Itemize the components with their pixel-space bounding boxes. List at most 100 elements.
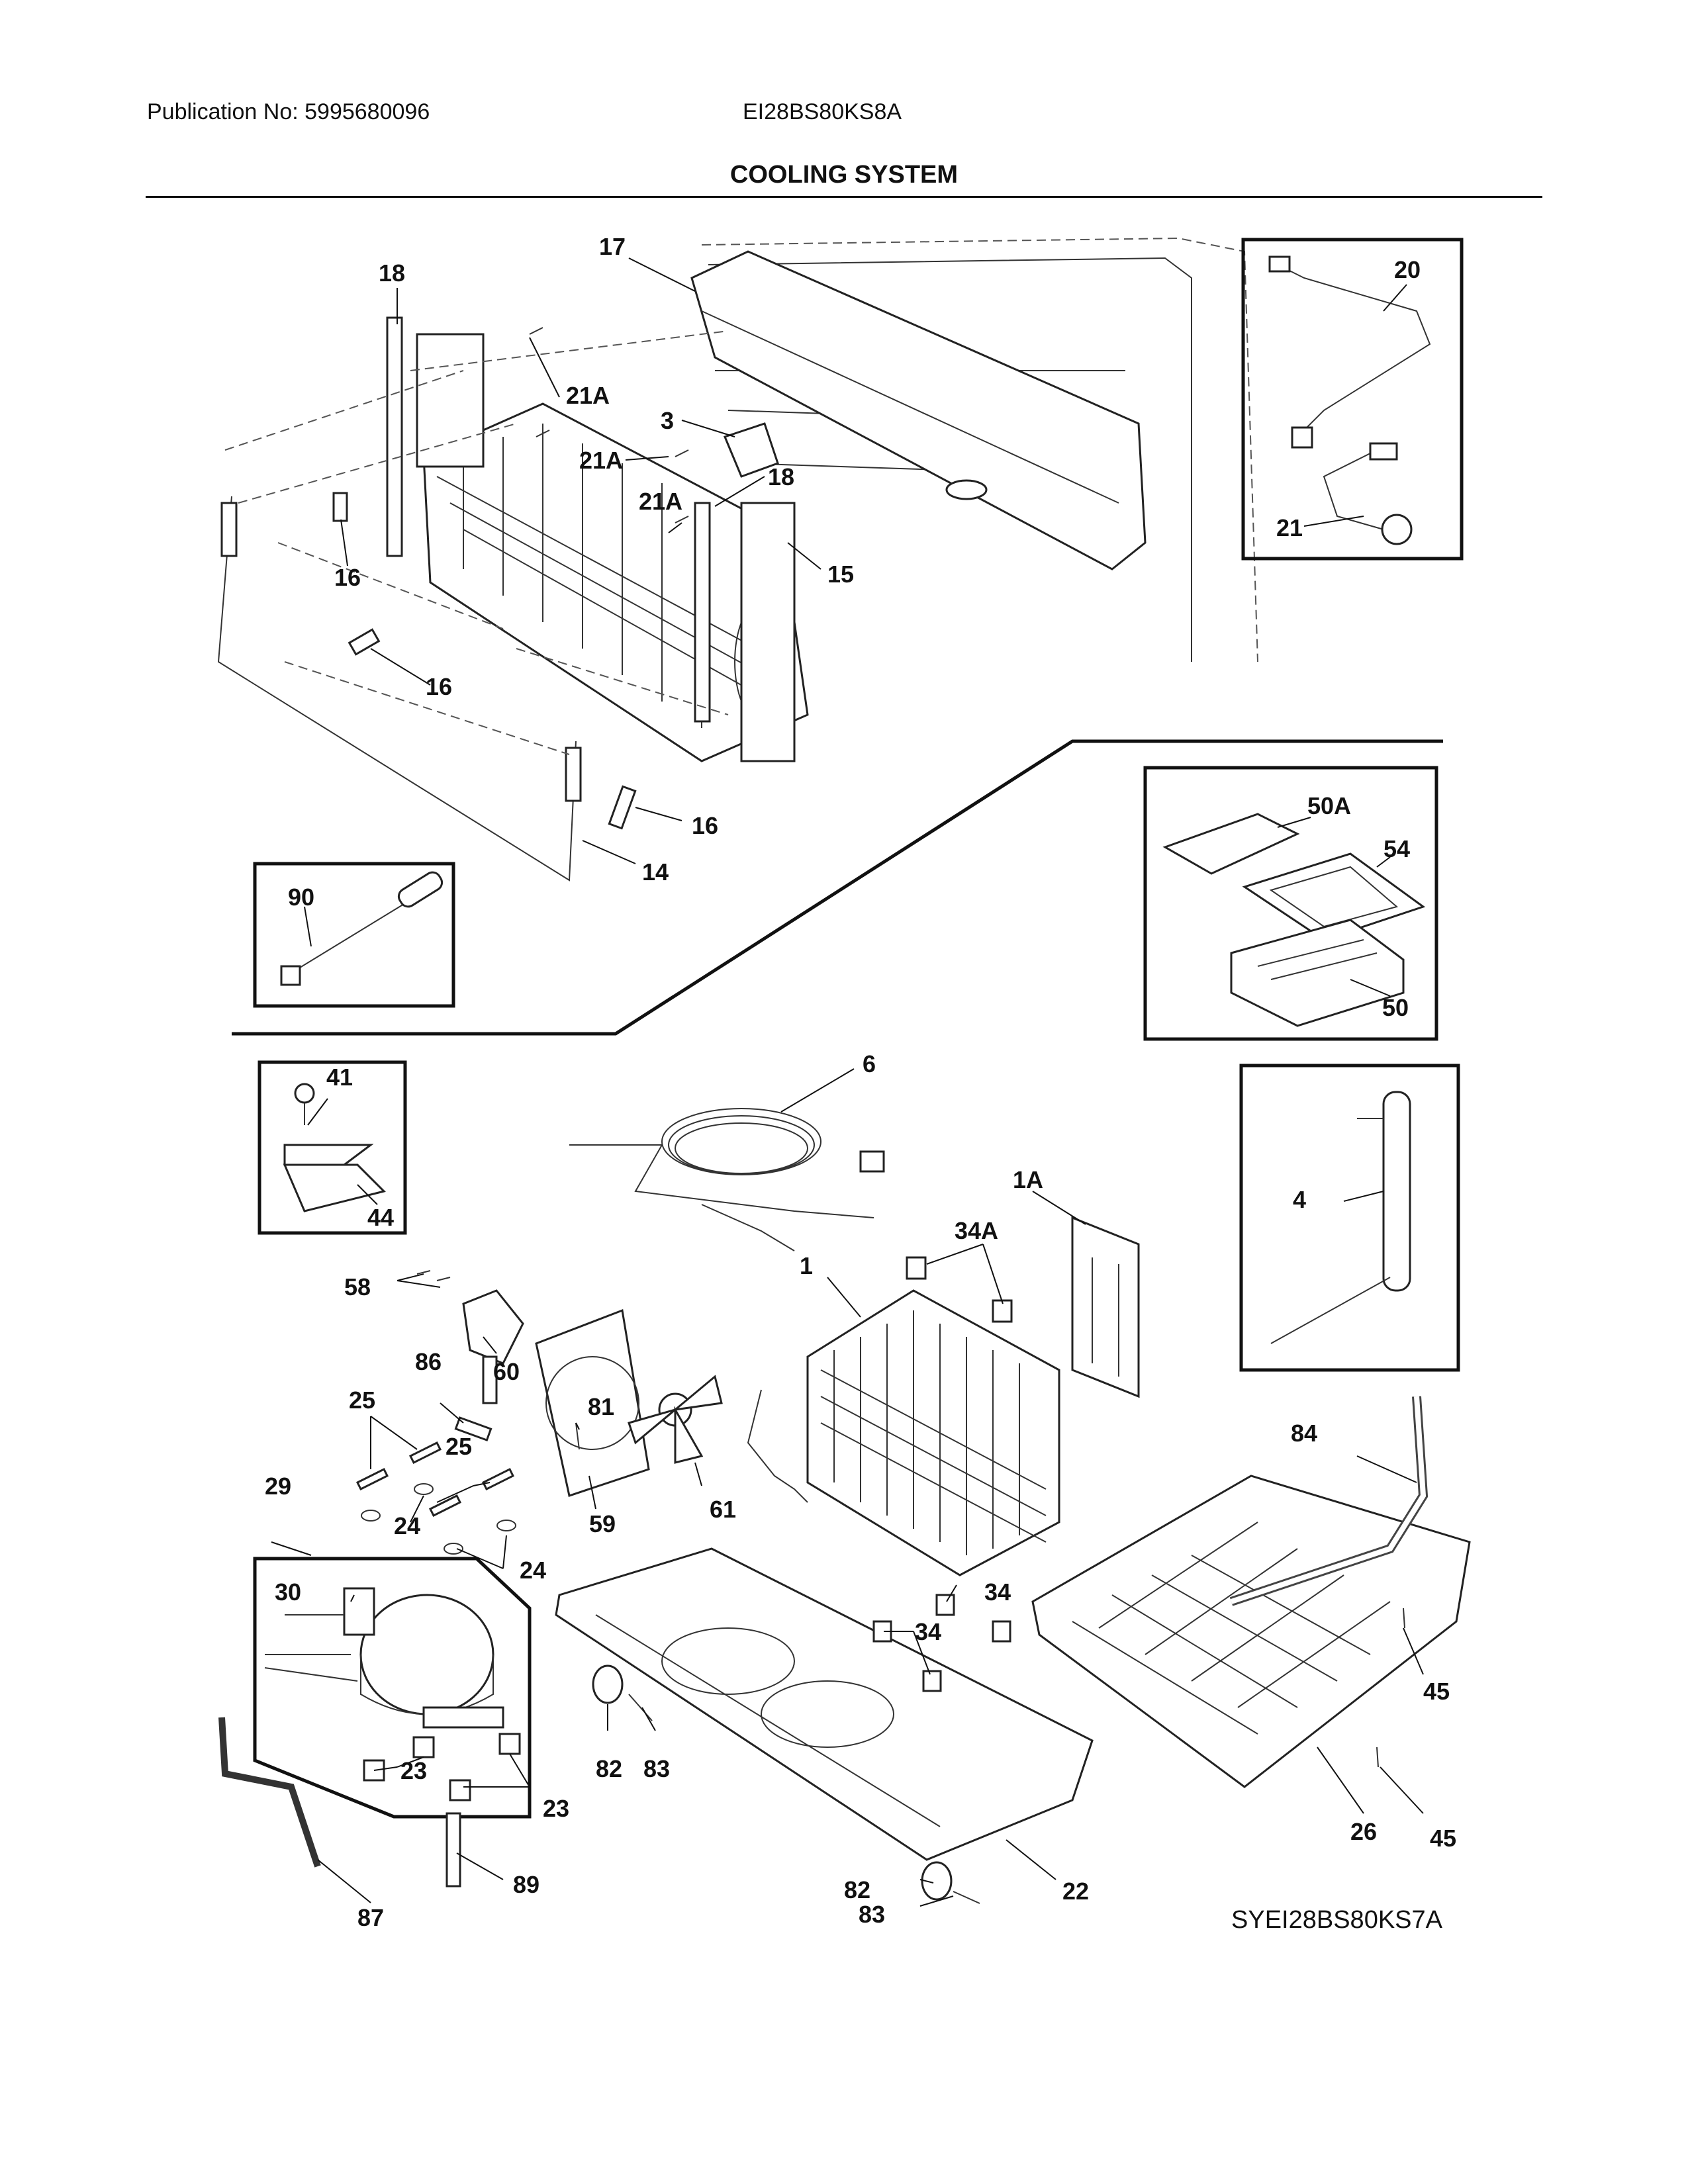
- callout-54: 54: [1383, 835, 1410, 862]
- diagram-reference-code: SYEI28BS80KS7A: [1231, 1906, 1442, 1934]
- inset-compressor-frame: [253, 1557, 532, 1819]
- drain-pan-26: [1031, 1475, 1471, 1788]
- callout-21: 21: [1276, 514, 1303, 541]
- callout-81: 81: [588, 1393, 614, 1420]
- page-title: COOLING SYSTEM: [729, 161, 959, 189]
- fan-blade-61: [628, 1375, 723, 1464]
- tube-87: [218, 1717, 321, 1868]
- screw-81: [575, 1422, 580, 1450]
- defrost-heater-14: [217, 496, 582, 882]
- callout-50: 50: [1382, 994, 1409, 1021]
- callout-15: 15: [827, 561, 854, 588]
- callout-82: 82: [596, 1755, 622, 1782]
- relay-30: [264, 1587, 375, 1682]
- frame-54: [1242, 852, 1426, 941]
- callout-17: 17: [599, 233, 626, 260]
- callout-labels: 18 17 20 21A 3 21A 18 21A 15 16 21 16 16…: [265, 233, 1456, 1931]
- callout-23: 23: [543, 1795, 569, 1822]
- screw-41: [294, 1083, 315, 1125]
- bracket-44: [283, 1144, 386, 1212]
- inset-harness-frame: [1241, 238, 1464, 561]
- callout-30: 30: [275, 1578, 301, 1606]
- model-number: EI28BS80KS8A: [743, 99, 902, 124]
- thermistor-21: [1323, 442, 1413, 545]
- callout-90: 90: [288, 884, 314, 911]
- screws-45: [1376, 1608, 1405, 1768]
- section-divider: [232, 739, 1443, 1036]
- grommets-23: [363, 1733, 521, 1801]
- callout-34: 34: [915, 1618, 941, 1645]
- washers-24: [361, 1483, 516, 1555]
- callout-6: 6: [863, 1050, 876, 1077]
- callout-1a: 1A: [1013, 1166, 1043, 1193]
- callout-87: 87: [357, 1904, 384, 1931]
- callout-45: 45: [1423, 1678, 1450, 1705]
- callout-25: 25: [349, 1387, 375, 1414]
- callout-16: 16: [426, 673, 452, 700]
- callout-24: 24: [394, 1512, 420, 1539]
- callout-58: 58: [344, 1273, 371, 1300]
- evaporator-dash-lines: [224, 330, 729, 755]
- evaporator-cover-17: [690, 250, 1147, 570]
- clip-3: [723, 422, 779, 478]
- tool-90: [280, 871, 444, 986]
- callout-61: 61: [710, 1496, 736, 1523]
- title-rule: [146, 196, 1542, 198]
- callout-16: 16: [692, 812, 718, 839]
- control-board-50: [1230, 919, 1405, 1027]
- compressor-29: [359, 1594, 504, 1729]
- callout-34a: 34A: [955, 1217, 998, 1244]
- callout-21a: 21A: [639, 488, 682, 515]
- inset-drier-frame: [1239, 1064, 1460, 1372]
- fan-bracket-59: [535, 1308, 650, 1497]
- inset-control-frame: [1143, 766, 1438, 1041]
- callout-59: 59: [589, 1510, 616, 1537]
- wire-harness-20: [1268, 255, 1431, 449]
- callout-21a: 21A: [566, 382, 610, 409]
- inset-tool-frame: [253, 862, 455, 1008]
- filter-drier-4: [1270, 1091, 1411, 1344]
- callout-60: 60: [493, 1358, 520, 1385]
- callout-22: 22: [1062, 1878, 1089, 1905]
- evaporator-bracket-left-18: [386, 316, 485, 557]
- callout-16: 16: [334, 564, 361, 591]
- publication-number: Publication No: 5995680096: [147, 99, 430, 124]
- callout-86: 86: [415, 1348, 442, 1375]
- callout-3: 3: [661, 407, 674, 434]
- drain-tube-84: [1229, 1396, 1429, 1606]
- leader-lines: [271, 257, 1424, 1907]
- callout-20: 20: [1394, 256, 1421, 283]
- evaporator-bracket-right-18: [694, 502, 796, 762]
- callout-14: 14: [642, 858, 669, 886]
- callout-24: 24: [520, 1557, 546, 1584]
- callout-83: 83: [859, 1901, 885, 1928]
- clip-86: [454, 1416, 492, 1441]
- callout-44: 44: [367, 1204, 394, 1231]
- callout-29: 29: [265, 1473, 291, 1500]
- screws-58: [416, 1270, 451, 1281]
- callout-25: 25: [445, 1433, 472, 1460]
- base-pan-22: [555, 1547, 1094, 1861]
- condenser-1: [806, 1289, 1060, 1576]
- callout-21a: 21A: [579, 447, 623, 474]
- condenser-bracket-1a: [1071, 1216, 1140, 1398]
- clips-34a: [906, 1256, 1013, 1323]
- callout-84: 84: [1291, 1420, 1317, 1447]
- discharge-tube: [747, 1389, 808, 1503]
- callout-83: 83: [643, 1755, 670, 1782]
- callout-1: 1: [800, 1252, 813, 1279]
- callout-4: 4: [1293, 1186, 1306, 1213]
- callout-41: 41: [326, 1064, 353, 1091]
- inset-bracket-frame: [258, 1060, 407, 1235]
- callout-45: 45: [1430, 1825, 1456, 1852]
- cover-50a: [1162, 813, 1300, 875]
- callout-50a: 50A: [1307, 792, 1351, 819]
- sleeve-16-parts: [332, 492, 637, 830]
- callout-18: 18: [379, 259, 405, 287]
- screws-21a: [529, 327, 689, 523]
- callout-18: 18: [768, 463, 794, 490]
- feet-82-83: [592, 1664, 980, 1904]
- power-cord-6: [569, 1108, 885, 1251]
- fan-motor-60: [462, 1289, 524, 1404]
